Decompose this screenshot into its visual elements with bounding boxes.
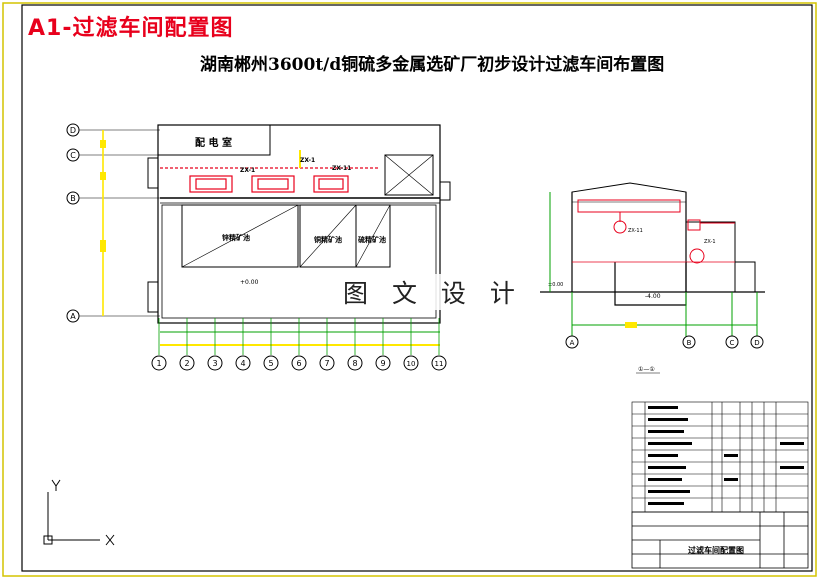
row-axis-label: B <box>70 194 76 203</box>
col-axis-label: 10 <box>407 360 416 368</box>
section-title: ①—① <box>638 366 655 373</box>
filter-tag: ZX-1 <box>300 157 315 164</box>
ucs-axes-icon <box>43 479 115 546</box>
plan-level-mark: +0.00 <box>240 279 259 286</box>
distribution-room-label: 配 电 室 <box>195 136 232 149</box>
filter-tag: ZX-11 <box>332 165 351 172</box>
title-block-name: 过滤车间配置图 <box>688 545 744 555</box>
plan-col-axes <box>158 318 440 355</box>
tank-area <box>181 204 299 268</box>
section-axis-label: D <box>754 339 759 347</box>
title-block-fills <box>648 406 804 505</box>
crane-beam <box>577 199 681 213</box>
plan-col-bubbles <box>151 355 447 371</box>
filter-drum <box>689 248 705 264</box>
col-axis-label: 11 <box>435 360 444 368</box>
stair-box <box>384 154 434 196</box>
col-axis-label: 4 <box>240 359 245 368</box>
tank-label: 硫精矿池 <box>358 235 386 244</box>
filter-tag: ZX-1 <box>240 167 255 174</box>
inner-frame <box>21 4 813 572</box>
ground-level: ±0.00 <box>548 282 563 288</box>
row-axis-label: C <box>70 151 76 160</box>
distribution-room <box>157 124 271 156</box>
col-axis-label: 6 <box>296 359 301 368</box>
section-axis-label: B <box>687 339 692 347</box>
tank-label: 铜精矿池 <box>314 235 342 244</box>
pit-level: -4.00 <box>645 293 661 300</box>
grab-bucket <box>613 220 627 234</box>
plan-view: D C B A 配 电 室 <box>66 123 451 371</box>
crane-tag: ZX-11 <box>628 228 643 234</box>
revision-table <box>631 401 809 513</box>
tank-label: 锌精矿池 <box>222 233 250 242</box>
col-axis-label: 1 <box>156 359 161 368</box>
row-axis-label: A <box>70 312 76 321</box>
section-view: ZX-11 ZX-1 -4.00 ±0.00 A B <box>540 182 765 374</box>
section-axis-label: A <box>570 339 575 347</box>
sheet-title: A1-过滤车间配置图 <box>28 16 234 41</box>
row-axis-label: D <box>70 126 76 135</box>
col-axis-label: 7 <box>324 359 329 368</box>
watermark-text: 图 文 设 计 <box>337 274 529 310</box>
col-axis-label: 5 <box>268 359 273 368</box>
col-axis-label: 3 <box>212 359 217 368</box>
filter-tag-section: ZX-1 <box>704 239 716 245</box>
plan-row-axes: D C B A <box>66 123 160 323</box>
drawing-title: 湖南郴州3600t/d铜硫多金属选矿厂初步设计过滤车间布置图 <box>200 55 665 75</box>
filter-units <box>160 150 380 193</box>
col-axis-label: 8 <box>352 359 357 368</box>
section-axis-label: C <box>730 339 735 347</box>
col-axis-label: 2 <box>184 359 189 368</box>
col-axis-label: 9 <box>380 359 385 368</box>
title-block <box>631 511 809 569</box>
